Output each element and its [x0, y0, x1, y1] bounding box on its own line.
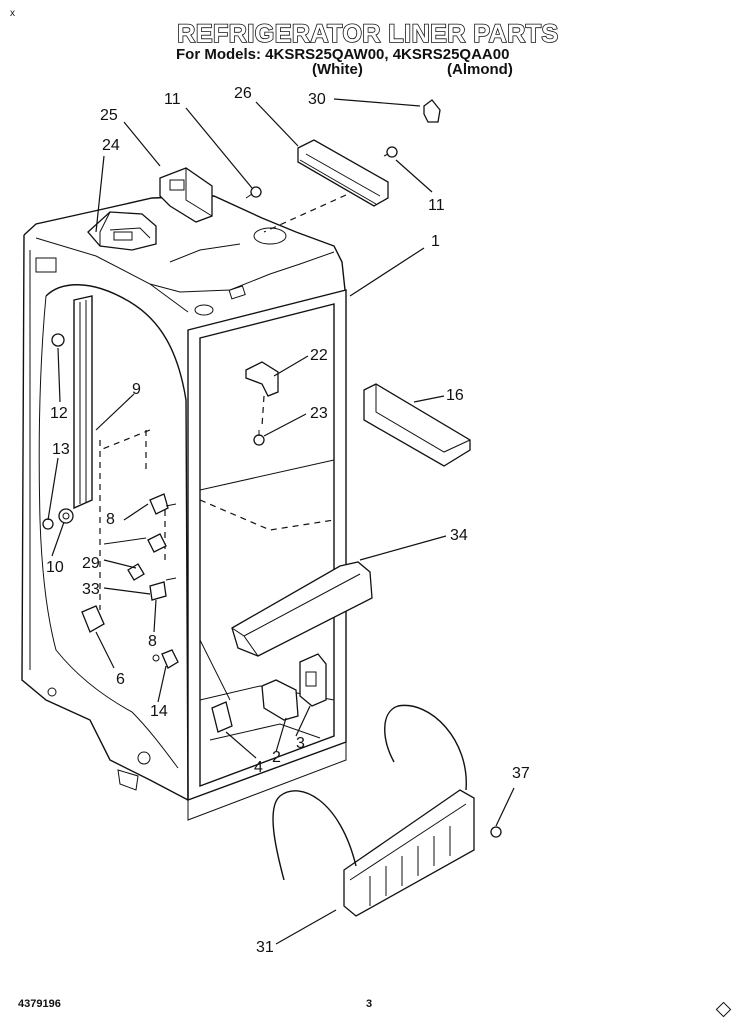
- shelf-34: [231, 561, 373, 657]
- callout-3: 3: [296, 735, 305, 752]
- door-basket: [272, 704, 502, 917]
- callout-24: 24: [102, 137, 120, 154]
- callout-13: 13: [52, 441, 70, 458]
- callout-numbers: 30 26 11 25 24 11 1 22 16 23 9 12 13 8 1…: [46, 85, 530, 956]
- callout-23: 23: [310, 405, 328, 422]
- callout-29: 29: [82, 555, 100, 572]
- leader-lines: [47, 98, 515, 945]
- vertical-rail: [73, 295, 93, 510]
- document-number: 4379196: [18, 998, 61, 1010]
- page-number: 3: [366, 998, 373, 1010]
- callout-30: 30: [308, 91, 326, 108]
- callout-37: 37: [512, 765, 530, 782]
- callout-9: 9: [132, 381, 141, 398]
- callout-6: 6: [116, 671, 125, 688]
- mid-right-parts: [245, 361, 471, 467]
- variant-white: (White): [312, 61, 363, 78]
- callout-12: 12: [50, 405, 68, 422]
- callout-8-upper: 8: [106, 511, 115, 528]
- callout-31: 31: [256, 939, 274, 956]
- callout-25: 25: [100, 107, 118, 124]
- callout-10: 10: [46, 559, 64, 576]
- liner-cabinet: [21, 194, 347, 821]
- callout-16: 16: [446, 387, 464, 404]
- callout-11-right: 11: [428, 197, 445, 214]
- callout-34: 34: [450, 527, 468, 544]
- screw-icon: [490, 826, 502, 838]
- bottom-parts: [211, 653, 327, 733]
- top-parts: [87, 99, 441, 251]
- callout-11-top: 11: [164, 91, 181, 108]
- left-wall-parts: [42, 333, 179, 669]
- corner-mark: x: [10, 8, 15, 19]
- callout-22: 22: [310, 347, 328, 364]
- callout-8-lower: 8: [148, 633, 157, 650]
- callout-4: 4: [254, 759, 263, 776]
- callout-33: 33: [82, 581, 100, 598]
- callout-14: 14: [150, 703, 168, 720]
- callout-26: 26: [234, 85, 252, 102]
- screw-icon: [245, 186, 262, 199]
- screw-icon: [383, 146, 398, 158]
- page-title: REFRIGERATOR LINER PARTS: [176, 19, 559, 49]
- screw-icon: [253, 430, 265, 446]
- callout-1: 1: [431, 233, 440, 250]
- callout-2: 2: [272, 749, 281, 766]
- variant-almond: (Almond): [447, 61, 513, 78]
- models-line: For Models: 4KSRS25QAW00, 4KSRS25QAA00: [176, 46, 510, 63]
